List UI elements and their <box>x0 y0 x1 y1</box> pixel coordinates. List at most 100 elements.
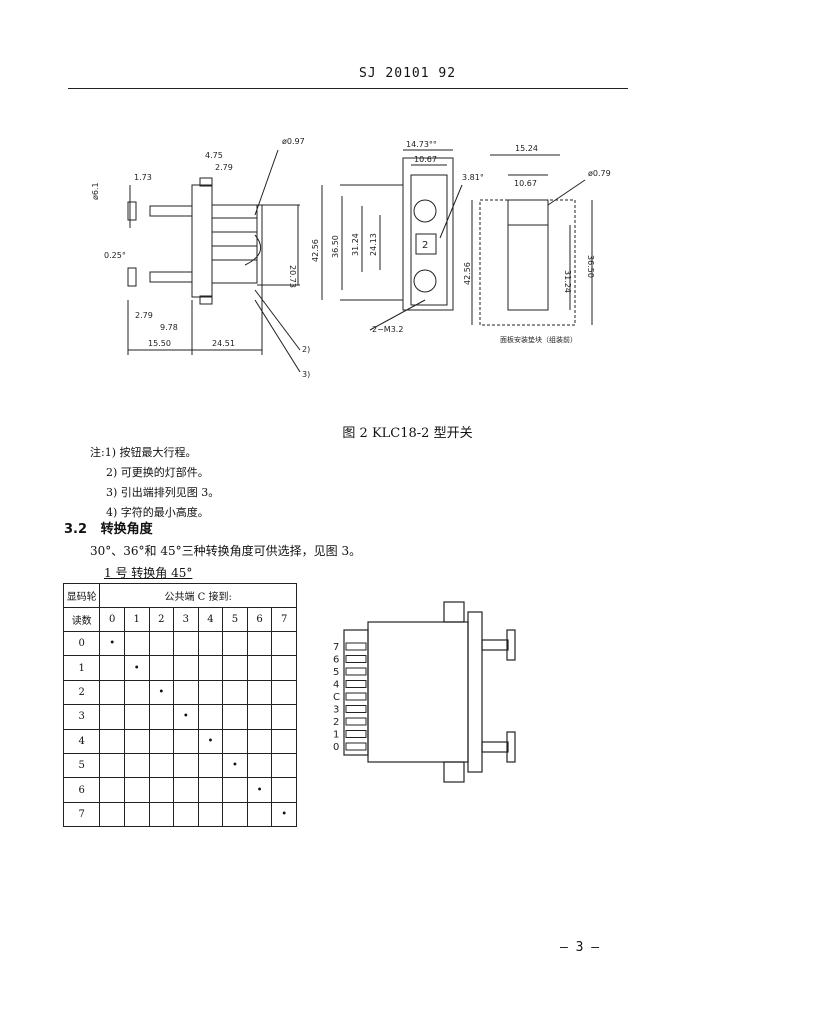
dim-label: 9.78 <box>160 323 178 332</box>
dim-label: 3.81° <box>462 173 484 182</box>
table-cell <box>222 630 248 657</box>
subheading: 1 号 转换角 45° <box>104 566 193 580</box>
table-row: 2• <box>62 679 297 706</box>
row-header: 4 <box>62 728 101 754</box>
terminal-label: 7 <box>333 642 339 653</box>
table-row: 3• <box>62 704 297 730</box>
row-header: 7 <box>62 801 101 828</box>
table-cell <box>246 752 273 779</box>
table-cell <box>99 655 125 681</box>
table-cell <box>99 704 125 730</box>
dim-label: 4.75 <box>205 151 223 160</box>
group-header: 公共端 C 接到: <box>99 583 297 608</box>
table-row: 7• <box>62 801 297 828</box>
table-cell: • <box>222 752 248 779</box>
table-cell <box>271 728 297 754</box>
table-cell <box>123 728 150 754</box>
section-heading: 3.2 转换角度 <box>64 518 153 537</box>
table-cell <box>222 801 248 828</box>
table-cell <box>246 728 273 754</box>
table-cell <box>222 679 248 706</box>
dim-label: 15.24 <box>515 144 538 153</box>
table-cell <box>173 630 199 657</box>
panel-label: 面板安装垫块（组装前） <box>500 335 577 344</box>
note-4: 4) 字符的最小高度。 <box>106 506 209 519</box>
table-cell <box>123 777 150 803</box>
terminal-pin <box>345 742 367 751</box>
dim-label: 36.50 <box>586 255 595 278</box>
dim-label: 10.67 <box>514 179 537 188</box>
terminal-label: C <box>333 692 340 703</box>
table-cell <box>148 728 175 754</box>
dim-label: 14.73°° <box>406 140 437 149</box>
table-cell <box>148 655 175 681</box>
terminal-pin <box>345 667 367 676</box>
table-cell <box>271 752 297 779</box>
dim-label: 42.56 <box>311 239 320 262</box>
terminal-label: 4 <box>333 680 339 691</box>
table-row: 0• <box>62 630 297 657</box>
column-header: 2 <box>148 607 175 632</box>
table-cell <box>99 777 125 803</box>
table-cell: • <box>148 679 175 706</box>
figure-2-drawing: ø6.1 1.73 4.75 2.79 ø0.97 0.25° 2.79 9.7… <box>91 137 611 379</box>
terminal-label: 5 <box>333 667 339 678</box>
table-cell <box>197 752 224 779</box>
table-cell <box>222 655 248 681</box>
table-cell <box>222 704 248 730</box>
dim-label: ø0.97 <box>282 137 305 146</box>
table-cell: • <box>197 728 224 754</box>
table-cell <box>148 752 175 779</box>
table-cell: • <box>123 655 150 681</box>
dim-label: 31.24 <box>351 233 360 256</box>
terminal-pin <box>345 680 367 688</box>
table-cell: • <box>246 777 273 803</box>
note-1: 注:1) 按钮最大行程。 <box>90 446 197 459</box>
table-cell <box>99 728 125 754</box>
table-row: 6• <box>62 777 297 803</box>
table-cell <box>246 630 273 657</box>
dim-label: ø6.1 <box>91 182 100 200</box>
table-cell <box>271 704 297 730</box>
column-header: 3 <box>173 607 199 632</box>
digit-window <box>415 233 437 255</box>
table-row: 5• <box>62 752 297 779</box>
row-header: 6 <box>62 777 101 803</box>
terminal-pin <box>345 692 367 701</box>
table-cell: • <box>271 801 297 828</box>
page-number: — 3 — <box>560 940 600 955</box>
corner-top: 显码轮 <box>62 583 101 608</box>
terminal-pin <box>345 655 367 663</box>
body-paragraph: 30°、36°和 45°三种转换角度可供选择，见图 3。 <box>90 544 362 558</box>
header-rule <box>68 88 628 89</box>
row-header: 1 <box>62 655 101 681</box>
table-cell <box>173 752 199 779</box>
dim-label: 31.24 <box>563 270 572 293</box>
table-cell <box>123 679 150 706</box>
table-cell <box>271 679 297 706</box>
table-cell <box>271 655 297 681</box>
table-cell <box>222 777 248 803</box>
table-cell: • <box>173 704 199 730</box>
dim-label: 1.73 <box>134 173 152 182</box>
row-header: 5 <box>62 752 101 779</box>
document-header: SJ 20101 92 <box>358 66 457 81</box>
table-cell <box>123 704 150 730</box>
table-cell <box>123 752 150 779</box>
row-header: 2 <box>62 679 101 706</box>
terminal-label: 2 <box>333 717 339 728</box>
table-cell <box>173 728 199 754</box>
table-cell <box>99 752 125 779</box>
dim-label: 36.50 <box>331 235 340 258</box>
terminal-label: 0 <box>333 742 339 753</box>
table-cell <box>123 801 150 828</box>
row-header: 0 <box>62 630 101 657</box>
terminal-pin <box>345 717 367 726</box>
column-header: 7 <box>271 607 297 632</box>
table-cell <box>197 679 224 706</box>
dim-label: ø0.79 <box>588 169 611 178</box>
column-header: 4 <box>197 607 224 632</box>
table-cell <box>246 679 273 706</box>
terminal-label: 6 <box>333 655 339 666</box>
